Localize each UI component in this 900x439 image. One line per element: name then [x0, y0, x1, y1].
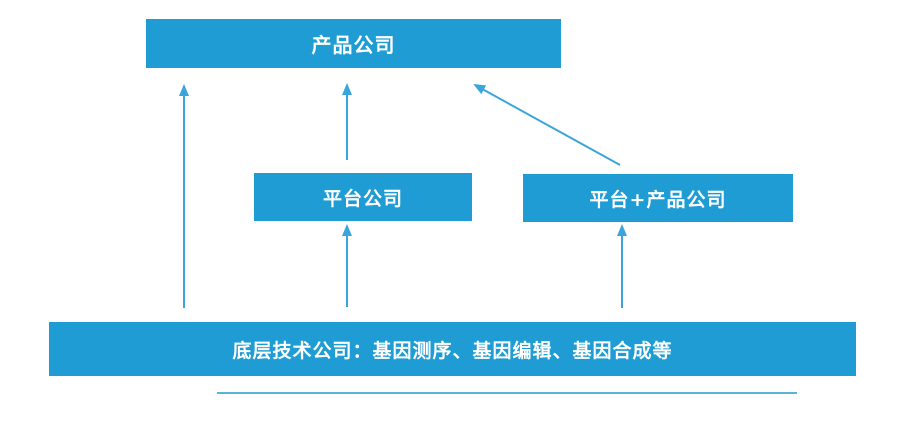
- node-base-technology-company: 底层技术公司：基因测序、基因编辑、基因合成等: [49, 322, 856, 376]
- node-product-company: 产品公司: [146, 19, 561, 68]
- arrow-platform-product-to-product: [473, 84, 621, 166]
- bottom-divider-line: [217, 392, 797, 394]
- node-platform-company: 平台公司: [254, 173, 472, 221]
- node-platform-plus-product-company: 平台+产品公司: [523, 174, 793, 222]
